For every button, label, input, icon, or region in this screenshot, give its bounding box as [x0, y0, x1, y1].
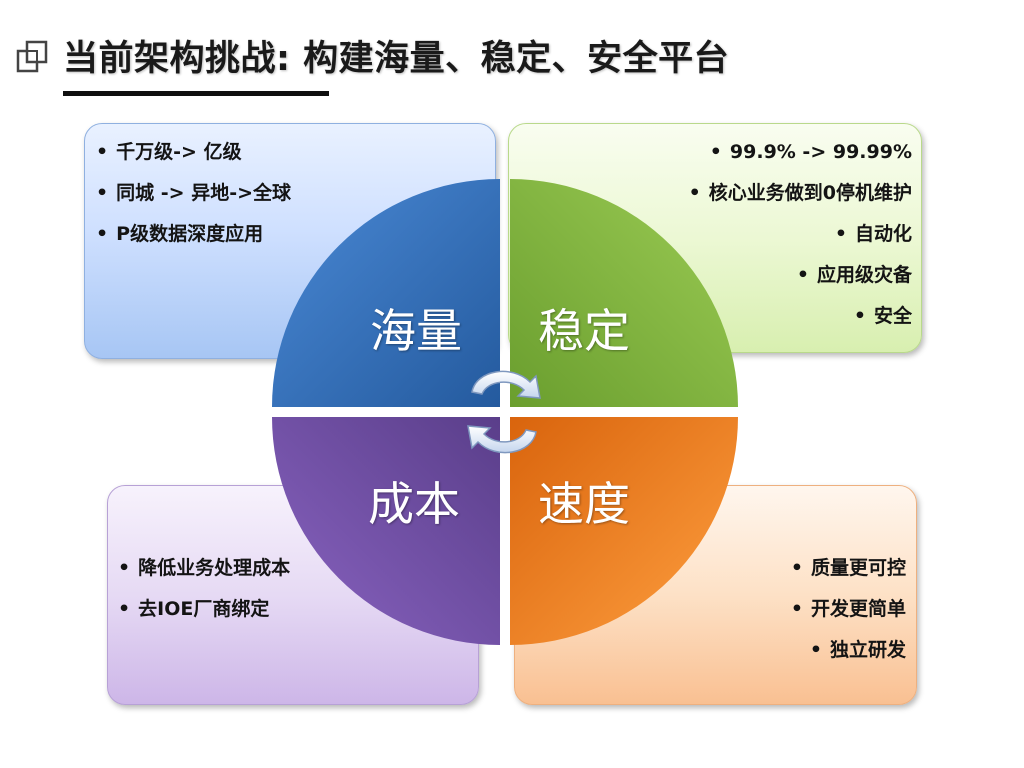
bullet-item: P级数据深度应用 — [96, 214, 291, 255]
bullet-item: 同城 -> 异地->全球 — [96, 173, 291, 214]
speed-bullets: 质量更可控 开发更简单 独立研发 — [791, 548, 906, 671]
bullet-item: 安全 — [689, 296, 912, 337]
quadrant-capacity — [272, 179, 500, 407]
bullet-item: 独立研发 — [791, 630, 906, 671]
title-underline — [63, 91, 329, 96]
stability-bullets: 99.9% -> 99.99% 核心业务做到0停机维护 自动化 应用级灾备 安全 — [689, 132, 912, 337]
quadrant-speed — [510, 417, 738, 645]
quadrant-label-speed: 速度 — [538, 477, 630, 531]
bullet-item: 去IOE厂商绑定 — [118, 589, 290, 630]
bullet-item: 自动化 — [689, 214, 912, 255]
quadrant-label-capacity: 海量 — [370, 304, 462, 358]
quadrant-stability — [510, 179, 738, 407]
circular-arrows-icon — [467, 370, 541, 454]
quadrant-cost — [272, 417, 500, 645]
cost-bullets: 降低业务处理成本 去IOE厂商绑定 — [118, 548, 290, 630]
bullet-item: 质量更可控 — [791, 548, 906, 589]
quadrant-label-cost: 成本 — [368, 477, 460, 531]
bullet-item: 核心业务做到0停机维护 — [689, 173, 912, 214]
bullet-item: 千万级-> 亿级 — [96, 132, 291, 173]
quadrant-label-stability: 稳定 — [538, 304, 630, 358]
copy-squares-icon — [16, 40, 48, 73]
capacity-bullets: 千万级-> 亿级 同城 -> 异地->全球 P级数据深度应用 — [96, 132, 291, 255]
page-title: 当前架构挑战: 构建海量、稳定、安全平台 — [63, 39, 730, 79]
bullet-item: 99.9% -> 99.99% — [689, 132, 912, 173]
bullet-item: 应用级灾备 — [689, 255, 912, 296]
bullet-item: 降低业务处理成本 — [118, 548, 290, 589]
bullet-item: 开发更简单 — [791, 589, 906, 630]
